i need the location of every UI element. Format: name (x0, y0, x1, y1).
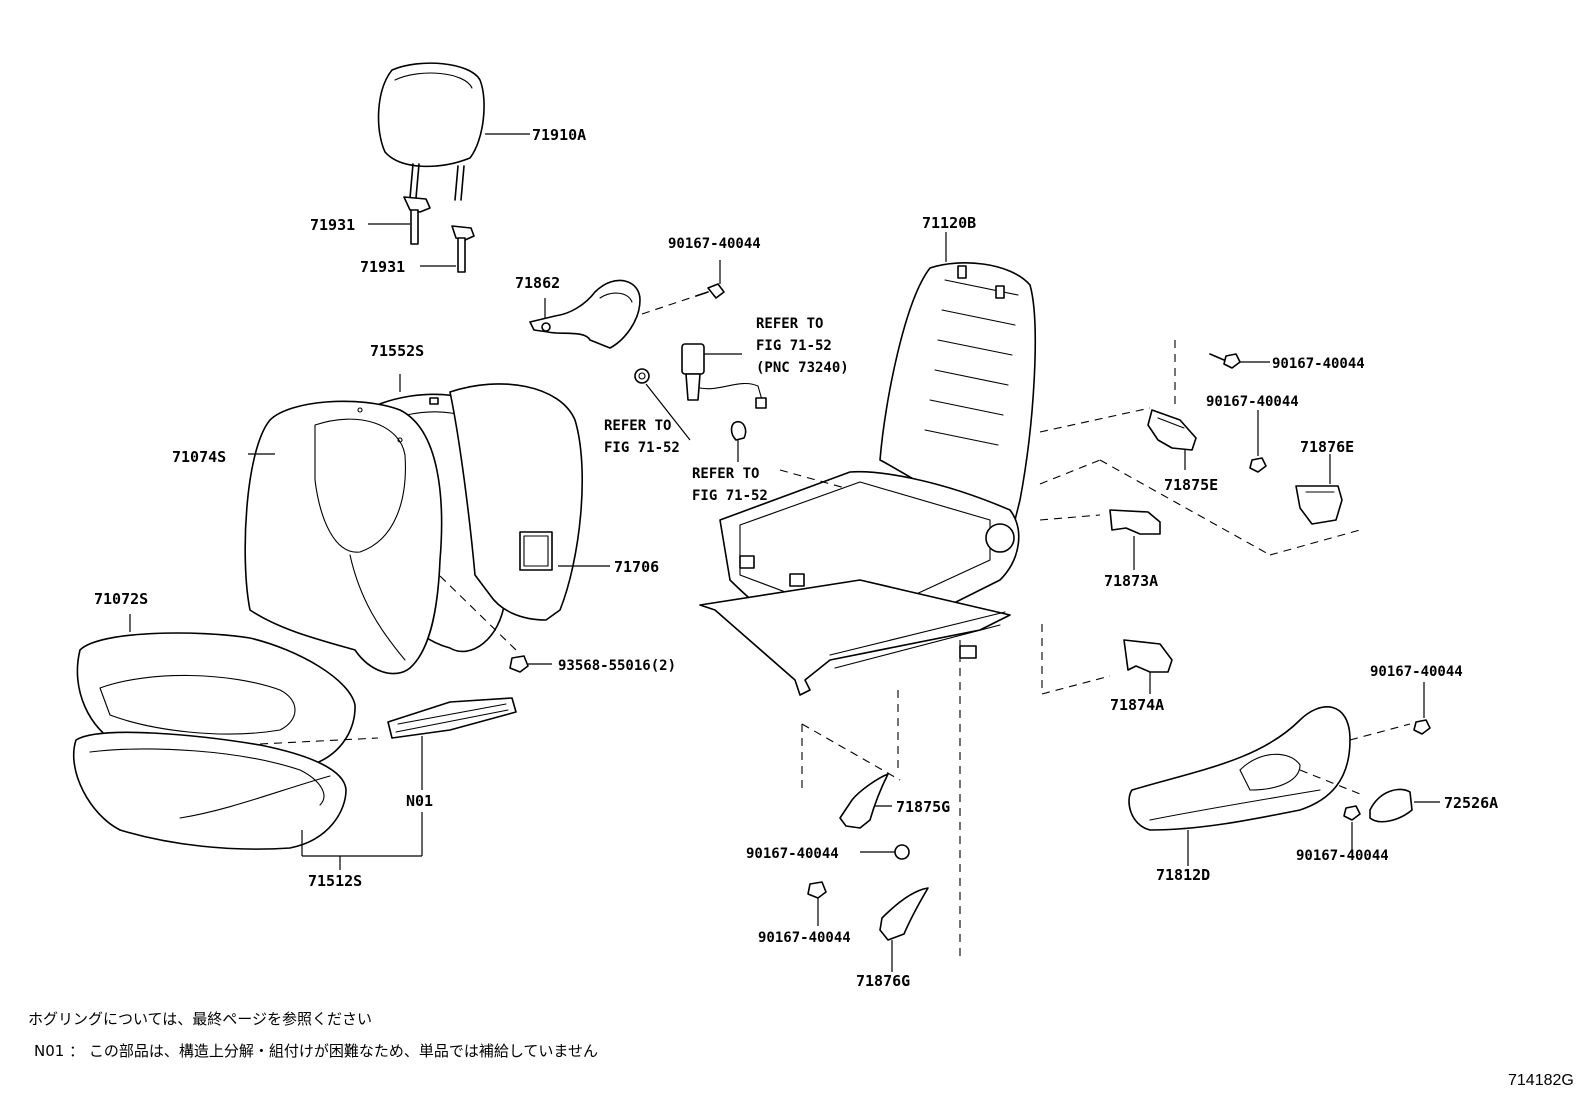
label-refer3-l1: REFER TO (692, 466, 759, 482)
label-90167-r4: 90167-40044 (1296, 848, 1389, 864)
bolt-90167-r4 (1343, 805, 1361, 821)
label-71074S: 71074S (172, 448, 226, 466)
bolt-90167-m2 (807, 881, 827, 899)
label-71552S: 71552S (370, 342, 424, 360)
bracket-71875G (839, 773, 889, 829)
label-71120B: 71120B (922, 214, 976, 232)
label-71512S: 71512S (308, 872, 362, 890)
label-71072S: 71072S (94, 590, 148, 608)
label-71873A: 71873A (1104, 572, 1158, 590)
label-refer3-l2: FIG 71-52 (692, 488, 768, 504)
label-90167-m1: 90167-40044 (746, 846, 839, 862)
label-90167-r2: 90167-40044 (1206, 394, 1299, 410)
nut-refer-2 (634, 368, 650, 384)
bolt-90167-m1 (894, 844, 910, 860)
back-board-71706 (449, 383, 584, 621)
bracket-71876G (879, 887, 929, 941)
note-N01: N01 ： この部品は、構造上分解・組付けが困難なため、単品では補給していません (34, 1042, 598, 1060)
clip-93568 (509, 655, 529, 673)
label-71812D: 71812D (1156, 866, 1210, 884)
bolt-90167-top (695, 283, 725, 299)
label-71910A: 71910A (532, 126, 586, 144)
seat-frame-71120B (699, 262, 1036, 696)
bracket-71875E (1147, 409, 1197, 451)
bolt-90167-r3 (1413, 719, 1431, 735)
bracket-71874A (1123, 639, 1173, 673)
side-shield-71812D (1128, 706, 1351, 831)
label-71876G: 71876G (856, 972, 910, 990)
label-refer1-l3: (PNC 73240) (756, 360, 849, 376)
label-71876E: 71876E (1300, 438, 1354, 456)
headrest-71910A (377, 62, 485, 201)
label-71862: 71862 (515, 274, 560, 292)
label-71706: 71706 (614, 558, 659, 576)
label-90167-r3: 90167-40044 (1370, 664, 1463, 680)
label-refer2-l2: FIG 71-52 (604, 440, 680, 456)
headrest-guide-71931-a (403, 196, 431, 245)
label-90167-top: 90167-40044 (668, 236, 761, 252)
clip-refer-3 (730, 420, 747, 441)
bracket-71876E (1295, 485, 1343, 525)
label-71875G: 71875G (896, 798, 950, 816)
label-72526A: 72526A (1444, 794, 1498, 812)
bracket-71873A (1109, 509, 1161, 535)
seatbelt-buckle (681, 343, 767, 409)
label-refer1-l1: REFER TO (756, 316, 823, 332)
label-90167-r1: 90167-40044 (1272, 356, 1365, 372)
wire-N01 (387, 697, 517, 739)
label-71931-a: 71931 (310, 216, 355, 234)
bolt-90167-r2 (1249, 457, 1267, 473)
cover-71862 (529, 279, 641, 349)
knob-72526A (1369, 788, 1413, 823)
label-refer1-l2: FIG 71-52 (756, 338, 832, 354)
note-hog-ring: ホグリングについては、最終ページを参照ください (28, 1010, 372, 1028)
label-71875E: 71875E (1164, 476, 1218, 494)
figure-id: 714182G (1508, 1072, 1574, 1089)
headrest-guide-71931-b (451, 225, 475, 273)
label-N01: N01 (406, 792, 433, 810)
seat-cushion-pad-71512S (72, 731, 347, 850)
label-71874A: 71874A (1110, 696, 1164, 714)
label-71931-b: 71931 (360, 258, 405, 276)
label-refer2-l1: REFER TO (604, 418, 671, 434)
label-90167-m2: 90167-40044 (758, 930, 851, 946)
label-93568: 93568-55016(2) (558, 658, 676, 674)
seatback-cover-71074S (244, 400, 443, 675)
bolt-90167-r1 (1209, 353, 1241, 369)
